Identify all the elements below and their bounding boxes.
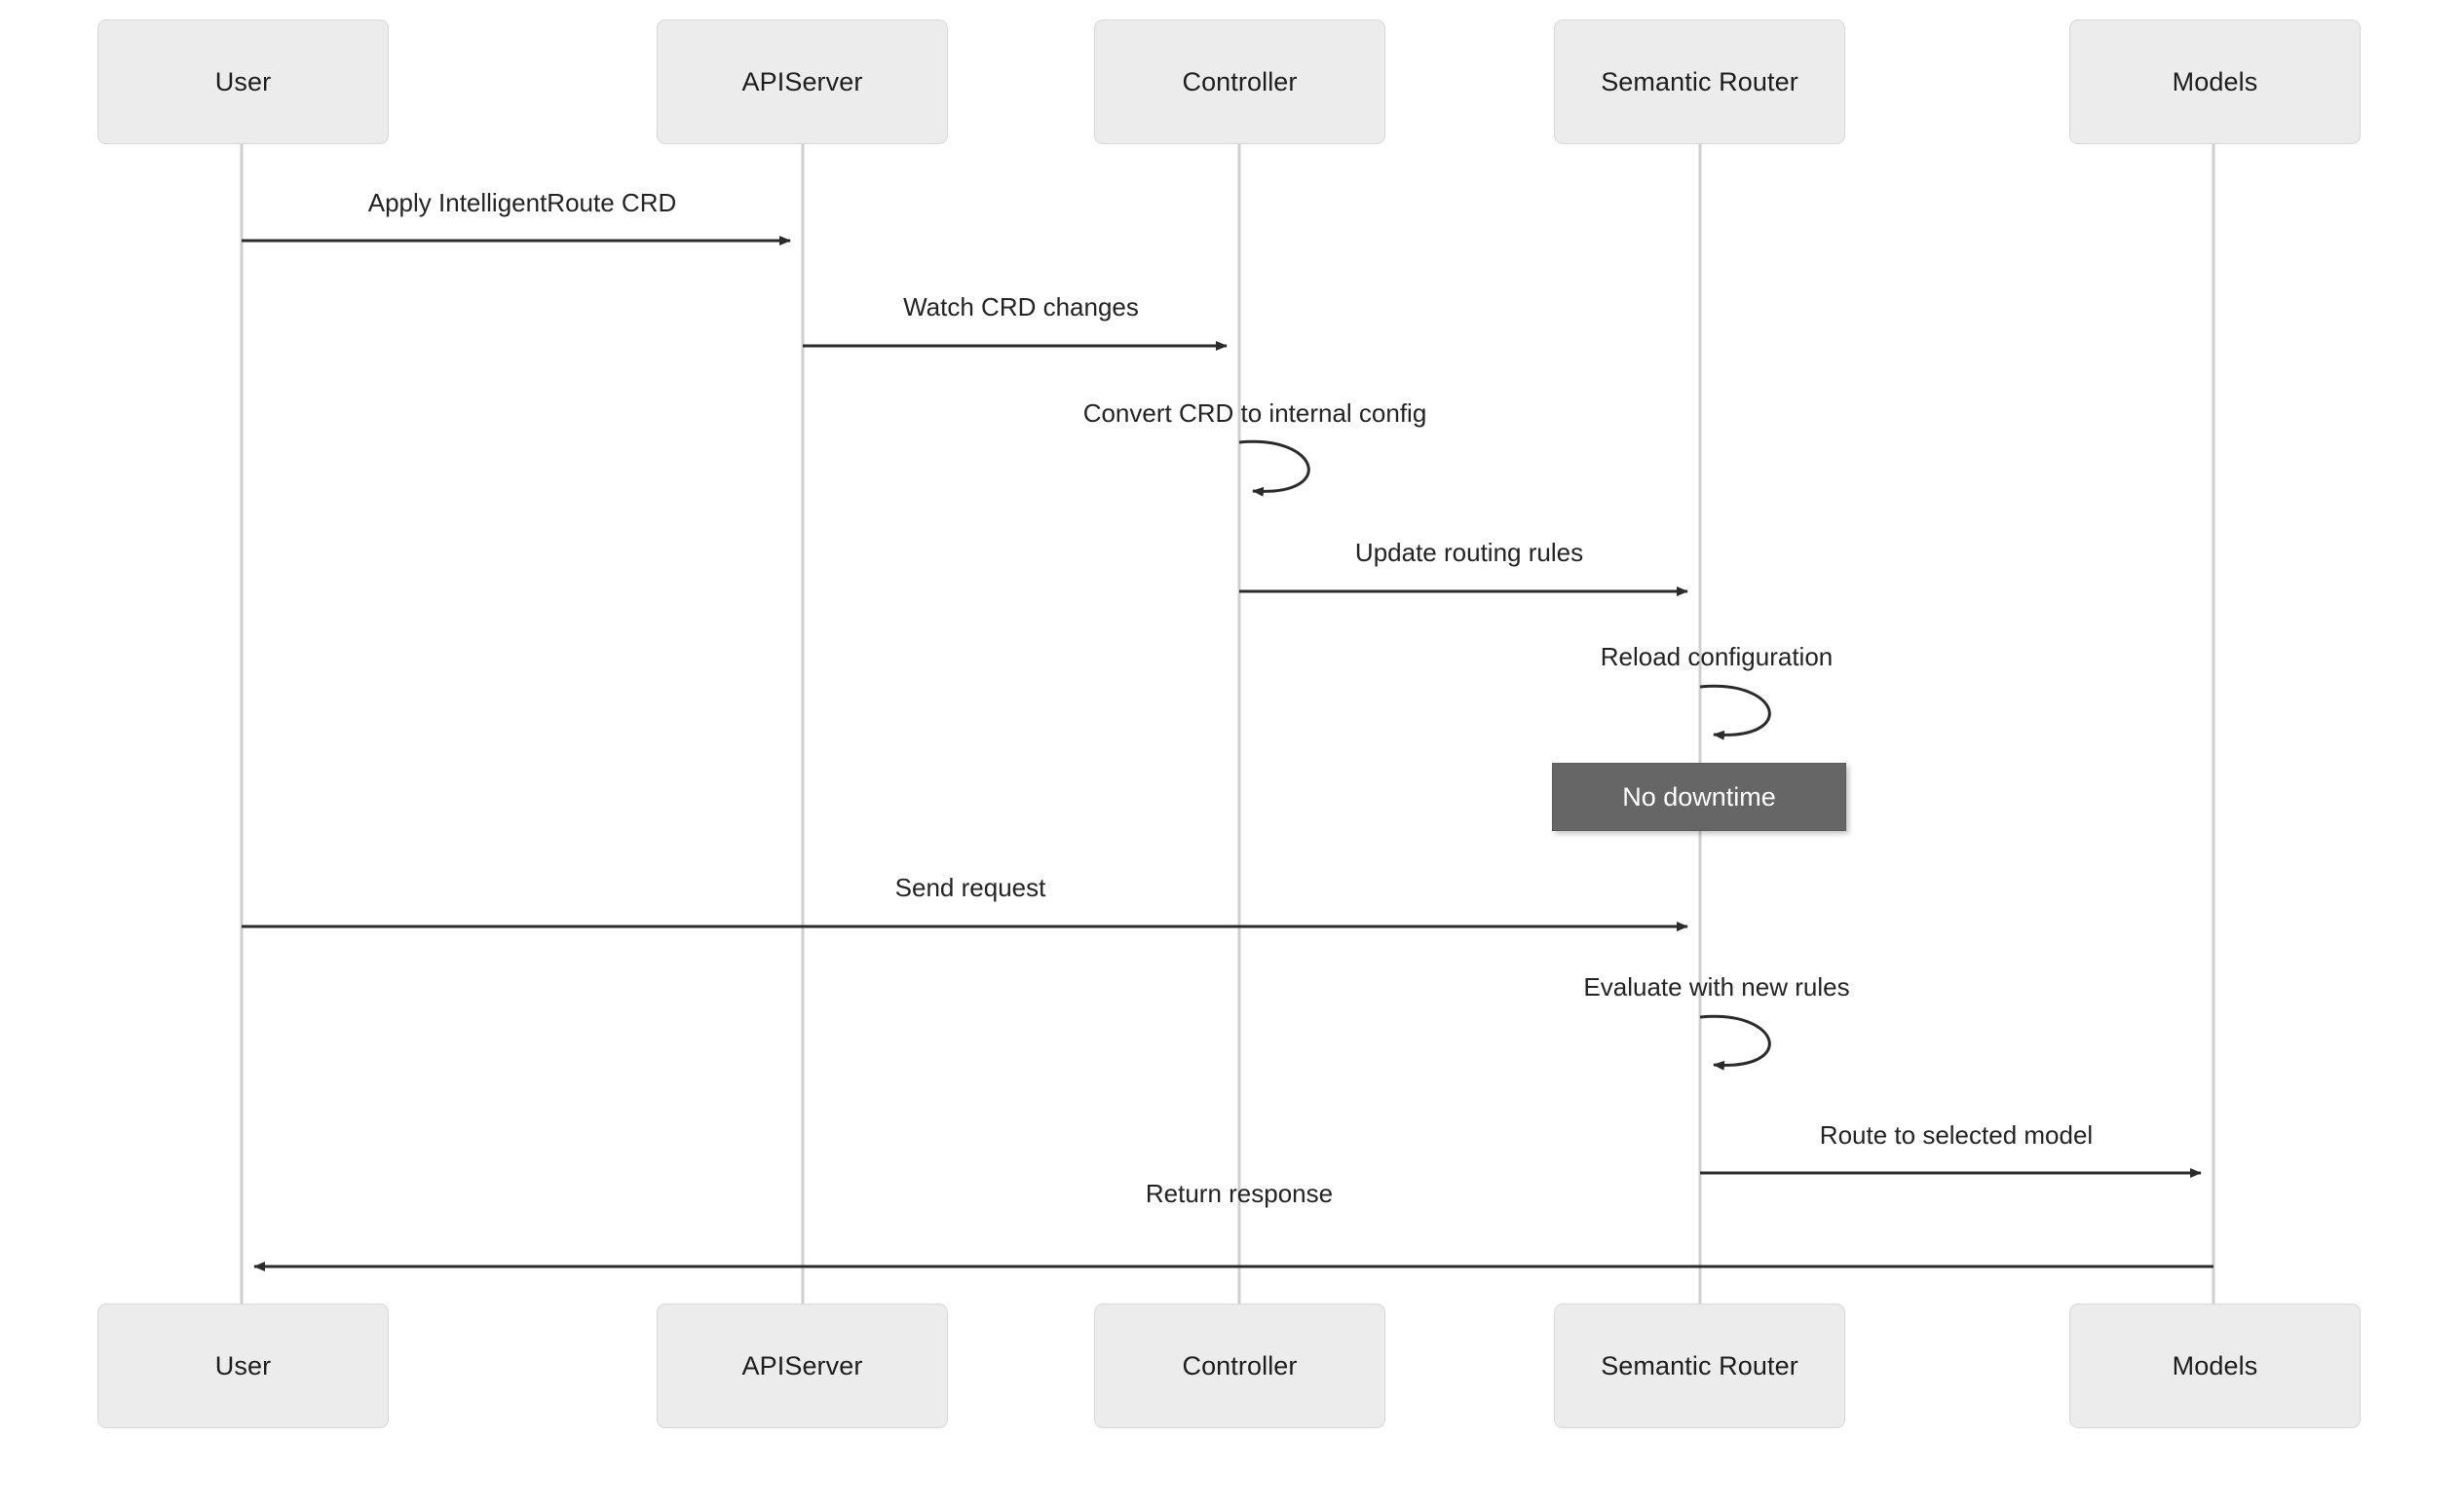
message-label-m9: Return response — [1145, 1179, 1334, 1208]
lifeline-controller — [1237, 144, 1241, 1304]
message-label-m5: Reload configuration — [1600, 642, 1834, 671]
self-loop-m5[interactable] — [1699, 684, 1771, 740]
message-label-m3: Convert CRD to internal config — [1082, 398, 1427, 428]
arrows-group — [242, 236, 2213, 1271]
lifeline-apiserver — [801, 144, 805, 1304]
lifeline-user — [240, 144, 244, 1304]
message-label-m8: Route to selected model — [1819, 1120, 2094, 1150]
message-label-m4: Update routing rules — [1354, 538, 1584, 567]
lifelines-group — [240, 144, 2215, 1304]
message-label-m7: Evaluate with new rules — [1583, 972, 1850, 1002]
note-n1[interactable]: No downtime — [1552, 763, 1846, 831]
lifeline-models — [2212, 144, 2215, 1304]
message-label-m1: Apply IntelligentRoute CRD — [367, 188, 677, 217]
message-label-m2: Watch CRD changes — [903, 292, 1139, 321]
message-label-m6: Send request — [894, 873, 1046, 902]
self-loop-m3[interactable] — [1238, 439, 1310, 497]
self-loop-m7[interactable] — [1699, 1014, 1771, 1071]
participant-user-top[interactable]: User — [97, 19, 389, 144]
lifeline-router — [1698, 144, 1702, 1304]
participant-user-bottom[interactable]: User — [97, 1304, 389, 1428]
note-label: No downtime — [1622, 781, 1776, 812]
